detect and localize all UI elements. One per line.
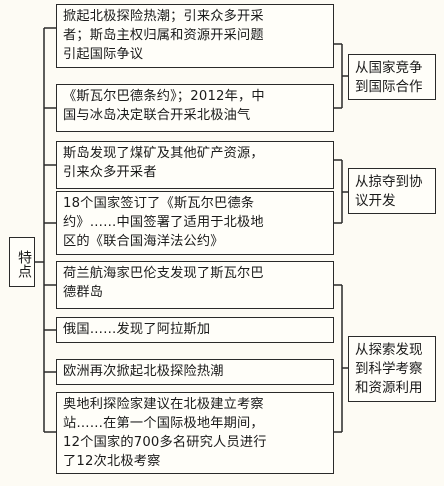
root-node: 特点: [9, 237, 35, 287]
item-box-4: 18个国家签订了《斯瓦尔巴德条 约》……中国签署了适用于北极地 区的《联合国海洋…: [56, 191, 334, 255]
item-box-2: 《斯瓦尔巴德条约》；2012年，中 国与冰岛决定联合开采北极油气: [56, 84, 334, 132]
item-box-7: 欧洲再次掀起北极探险热潮: [56, 359, 334, 385]
item-box-5: 荷兰航海家巴伦支发现了斯瓦尔巴 德群岛: [56, 261, 334, 309]
item-box-8: 奥地利探险家建议在北极建立考察 站……在第一个国际极地年期间， 12个国家的70…: [56, 392, 334, 474]
category-box-1: 从国家竞争 到国际合作: [348, 54, 436, 100]
item-box-6: 俄国……发现了阿拉斯加: [56, 317, 334, 343]
item-box-3: 斯岛发现了煤矿及其他矿产资源， 引来众多开采者: [56, 141, 334, 189]
category-box-3: 从探索发现 到科学考察 和资源利用: [348, 336, 436, 402]
category-box-2: 从掠夺到协 议开发: [348, 168, 436, 214]
item-box-1: 掀起北极探险热潮；引来众多开采 者；斯岛主权归属和资源开采问题 引起国际争议: [56, 4, 334, 68]
